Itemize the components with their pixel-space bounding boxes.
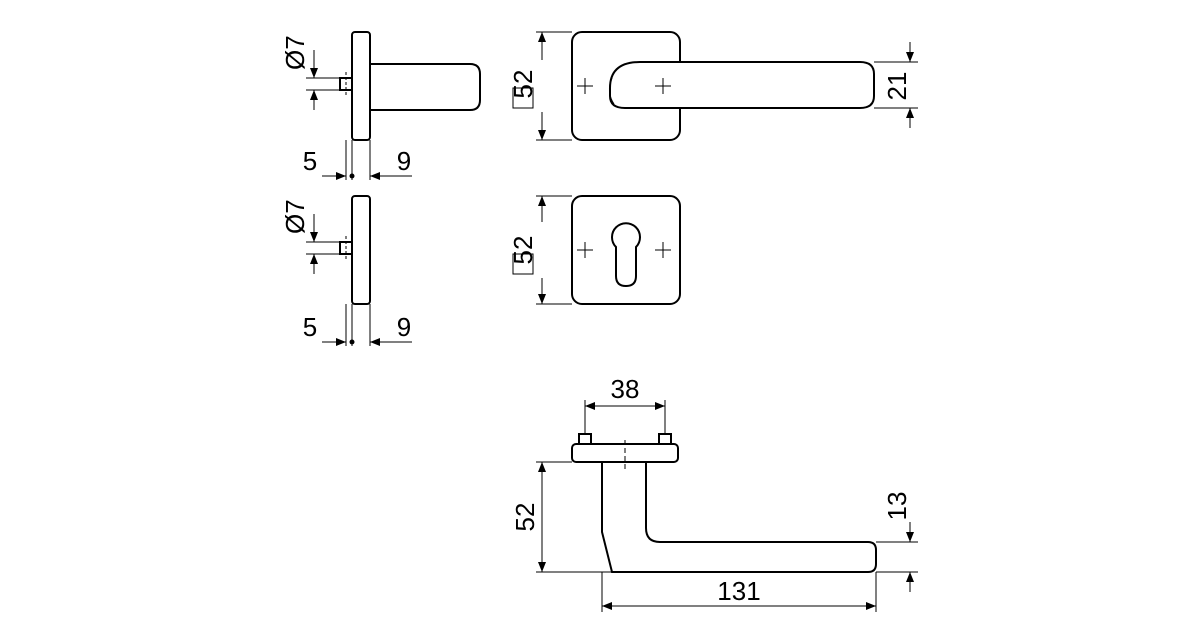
cylinder-keyhole bbox=[611, 222, 641, 288]
screw-spacing-label: 38 bbox=[611, 374, 640, 404]
rose-thickness-label: 5 bbox=[303, 312, 317, 342]
screw-head bbox=[658, 433, 672, 445]
side-view-rose: Ø7 5 9 bbox=[280, 31, 481, 180]
screw-mark bbox=[655, 78, 671, 94]
pin-diameter-label: Ø7 bbox=[280, 35, 310, 70]
rose-size-label: 52 bbox=[508, 70, 538, 99]
rose-size-label: 52 bbox=[508, 236, 538, 265]
screw-mark bbox=[577, 78, 593, 94]
lever-height-label: 21 bbox=[882, 72, 912, 101]
lever-handle bbox=[609, 61, 875, 109]
projection-label: 9 bbox=[397, 146, 411, 176]
lever-profile bbox=[601, 462, 877, 573]
pin-diameter-label: Ø7 bbox=[280, 199, 310, 234]
square-symbol bbox=[512, 253, 534, 275]
projection-label: 9 bbox=[397, 312, 411, 342]
front-view-escutcheon: 52 bbox=[508, 195, 681, 305]
lever-drop-label: 52 bbox=[510, 503, 540, 532]
side-view-escutcheon: Ø7 5 9 bbox=[280, 195, 412, 346]
front-view-rose: 52 21 bbox=[508, 31, 918, 141]
top-view-lever: 38 52 13 131 bbox=[510, 374, 918, 612]
screw-mark bbox=[655, 242, 671, 258]
escutcheon-plate bbox=[351, 195, 371, 305]
screw-mark bbox=[577, 242, 593, 258]
screw-head bbox=[578, 433, 592, 445]
handle-shank bbox=[370, 63, 481, 111]
square-escutcheon bbox=[571, 195, 681, 305]
lever-thickness-label: 13 bbox=[882, 492, 912, 521]
square-symbol bbox=[512, 87, 534, 109]
rose-plate bbox=[351, 31, 371, 141]
lever-length-label: 131 bbox=[717, 576, 760, 606]
rose-thickness-label: 5 bbox=[303, 146, 317, 176]
